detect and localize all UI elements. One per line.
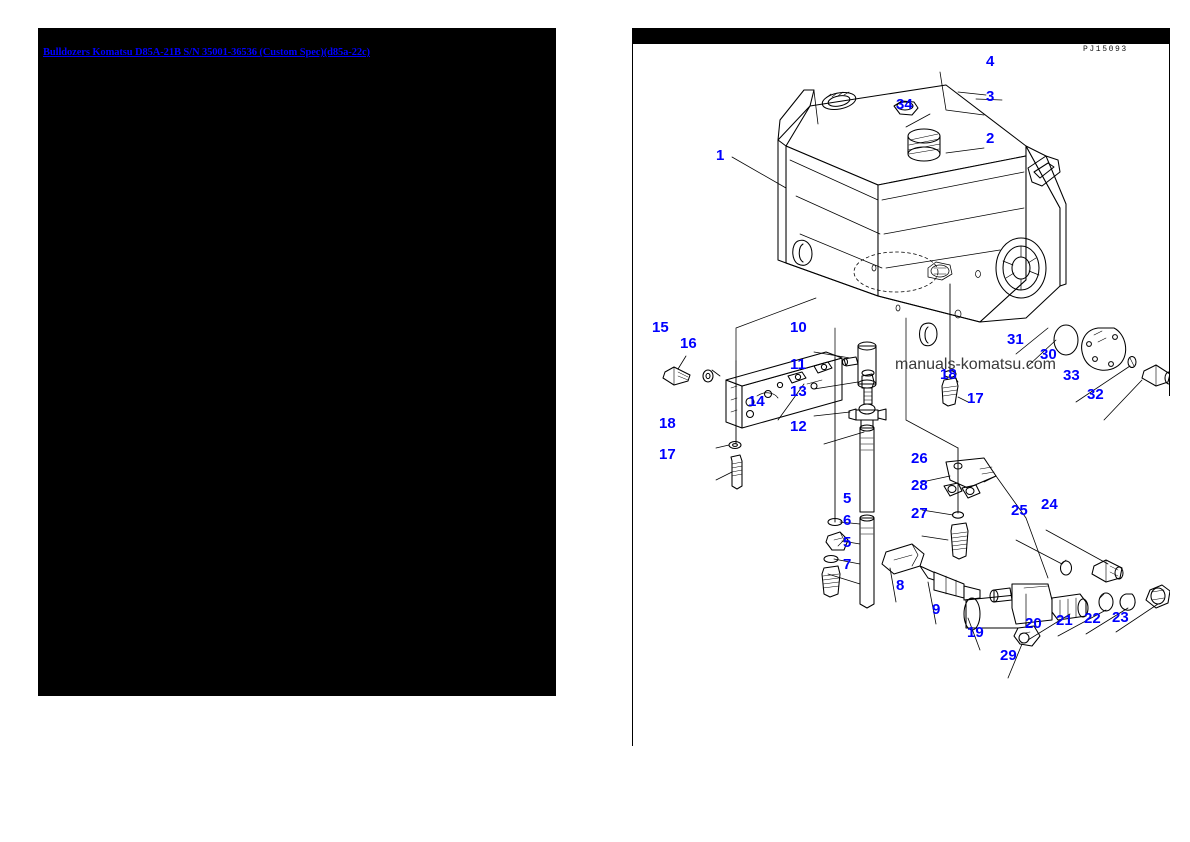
callout-26: 26 [911, 450, 928, 467]
callout-1: 1 [716, 147, 725, 164]
part-30-plate [1081, 327, 1127, 371]
callout-34: 34 [896, 96, 913, 113]
callout-6: 6 [843, 512, 852, 529]
part-12-tube [859, 424, 875, 609]
part-21-washer [1098, 592, 1114, 612]
diagram-frame-right-border [1169, 44, 1170, 396]
sheet-code-label: PJ15093 [1083, 45, 1128, 54]
part-20-sleeve [1051, 593, 1089, 621]
part-32-bolt [1141, 364, 1170, 387]
parts-diagram-panel: PJ15093 [628, 28, 1170, 746]
part-22-plug [1119, 593, 1136, 611]
callout-4: 4 [986, 53, 995, 70]
callout-24: 24 [1041, 496, 1058, 513]
callout-18-right: 18 [940, 366, 957, 383]
part-7-bolt [821, 565, 841, 598]
callout-30: 30 [1040, 346, 1057, 363]
callout-25: 25 [1011, 502, 1028, 519]
part-10-cylinder [841, 341, 877, 389]
callout-10: 10 [790, 319, 807, 336]
callout-11: 11 [790, 356, 806, 373]
part-33-washer [1127, 355, 1137, 369]
callout-7: 7 [843, 556, 852, 573]
part-6-elbow [825, 531, 849, 551]
part-11-fitting [861, 369, 875, 405]
tank-side-fittings [792, 239, 981, 347]
callout-5-lower: 5 [843, 534, 852, 551]
part-25-washer [1059, 559, 1073, 576]
part-29-fitting [1013, 625, 1041, 647]
tank-end-cap [995, 237, 1047, 299]
callout-21: 21 [1056, 612, 1073, 629]
callout-18-left: 18 [659, 415, 676, 432]
part-5-washer-lower [823, 554, 839, 564]
part-27-bolt [950, 522, 969, 560]
callout-14: 14 [748, 393, 765, 410]
diagram-header-bar [632, 28, 1170, 44]
exploded-parts-drawing [628, 28, 1170, 746]
leader-lines [677, 71, 1159, 679]
callout-9: 9 [932, 601, 941, 618]
document-title-link[interactable]: Bulldozers Komatsu D85A-21B S/N 35001-36… [43, 47, 370, 58]
callout-28: 28 [911, 477, 928, 494]
callout-22: 22 [1084, 610, 1101, 627]
callout-23: 23 [1112, 609, 1129, 626]
part-9-rod [933, 571, 981, 601]
callout-5-upper: 5 [843, 490, 852, 507]
part-17-bolt-left [730, 454, 743, 490]
fuel-tank-body [777, 84, 1067, 323]
part-19-cylinder [963, 583, 1053, 631]
callout-29: 29 [1000, 647, 1017, 664]
part-30-gasket [1053, 324, 1079, 356]
callout-31: 31 [1007, 331, 1024, 348]
callout-20: 20 [1025, 615, 1042, 632]
callout-8: 8 [896, 577, 905, 594]
callout-17-left: 17 [659, 446, 676, 463]
callout-33: 33 [1063, 367, 1080, 384]
part-14-bracket [725, 351, 843, 429]
callout-32: 32 [1087, 386, 1104, 403]
document-preview-panel: Bulldozers Komatsu D85A-21B S/N 35001-36… [38, 28, 556, 696]
callout-12: 12 [790, 418, 807, 435]
part-24-bolt [1091, 559, 1124, 583]
callout-17-right: 17 [967, 390, 984, 407]
part-15-bolt [662, 366, 691, 386]
callout-2: 2 [986, 130, 995, 147]
callout-15: 15 [652, 319, 669, 336]
part-13-tee-fitting [848, 403, 887, 429]
callout-13: 13 [790, 383, 807, 400]
callout-27: 27 [911, 505, 928, 522]
diagram-frame-left-border [632, 44, 633, 746]
part-16-washer [702, 369, 714, 383]
part-18-washer-left [728, 440, 742, 450]
part-23-nut [1145, 584, 1170, 609]
callout-3: 3 [986, 88, 995, 105]
tank-top-fittings [821, 91, 1061, 187]
part-26-clamp-plate [943, 457, 997, 499]
site-watermark: manuals-komatsu.com [895, 356, 1056, 373]
callout-16: 16 [680, 335, 697, 352]
callout-19: 19 [967, 624, 984, 641]
